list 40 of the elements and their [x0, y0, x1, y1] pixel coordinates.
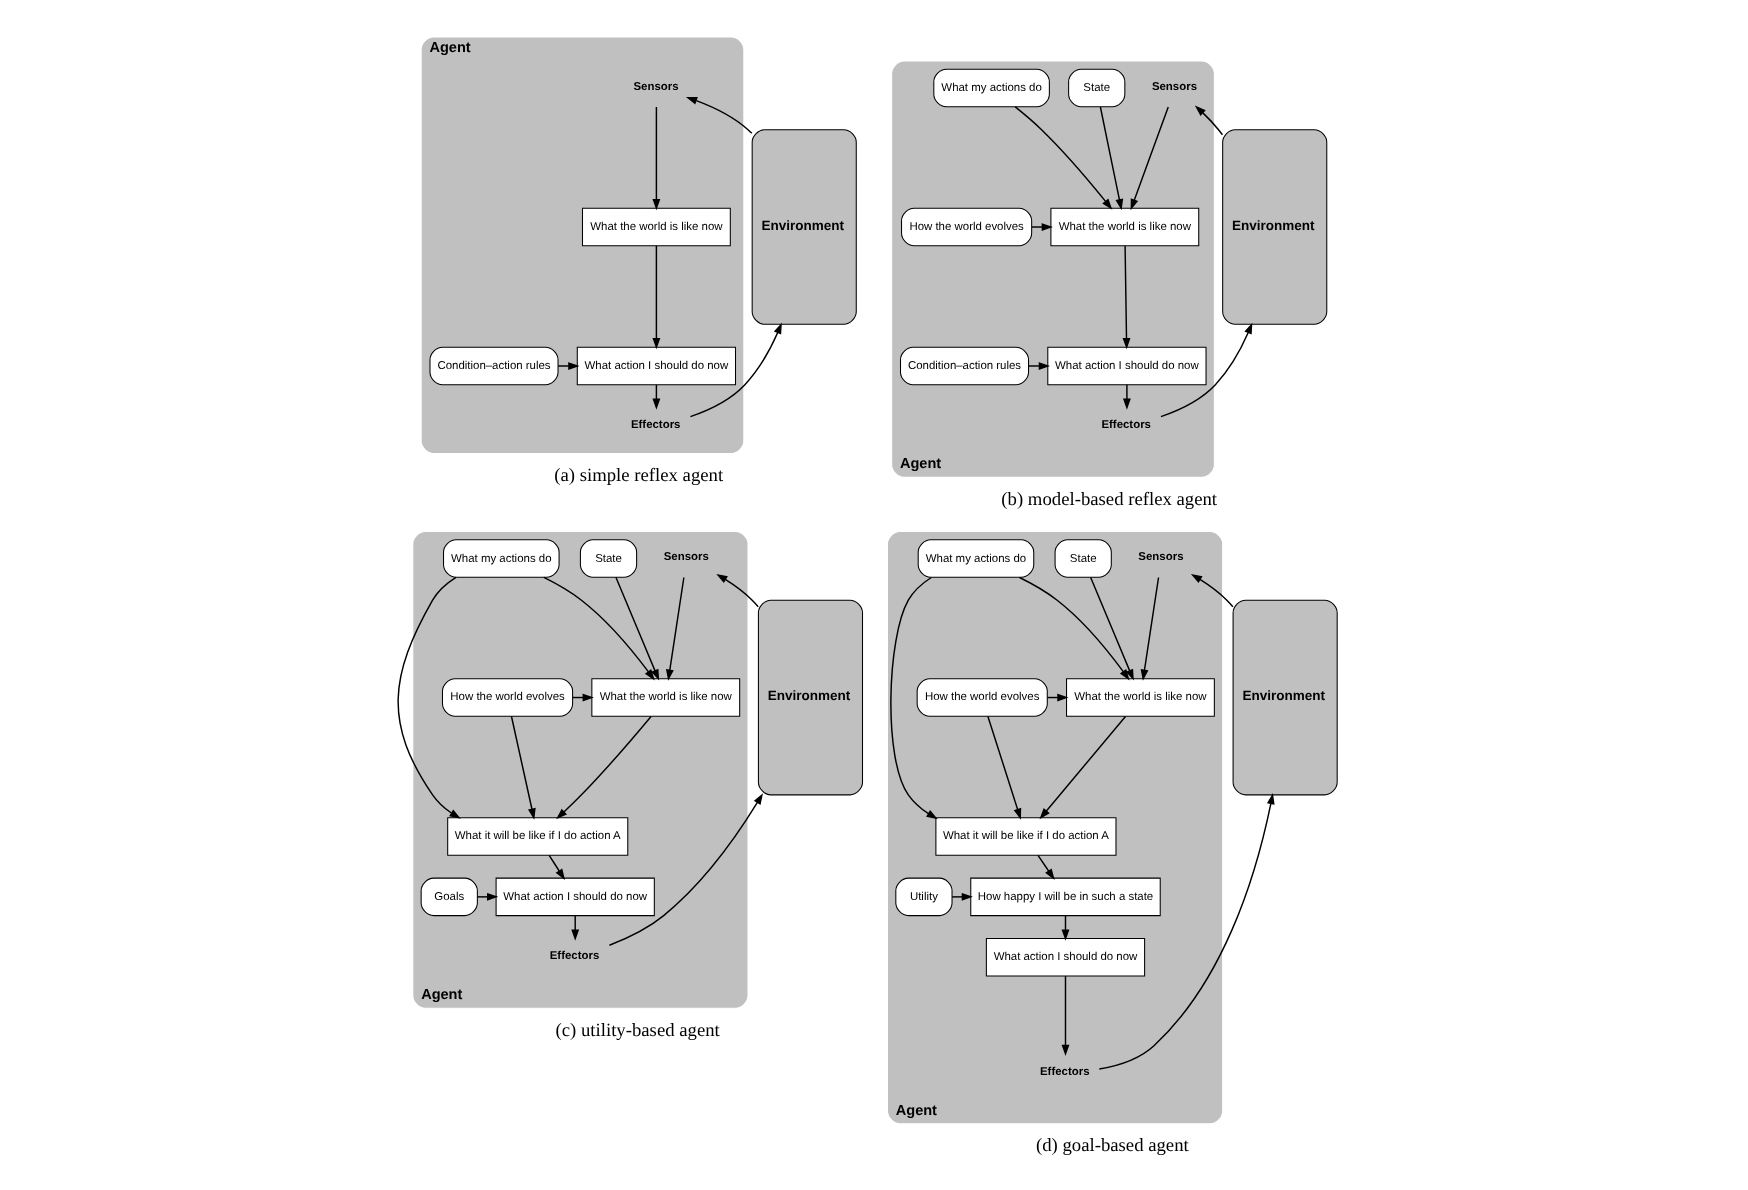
arrow — [1060, 975, 1069, 1056]
arrow — [570, 915, 579, 941]
arrow — [1189, 573, 1233, 608]
arrow — [1013, 106, 1112, 210]
arrow — [1017, 576, 1129, 681]
arrow — [614, 576, 659, 681]
arrow — [688, 322, 781, 418]
arrow — [1098, 106, 1123, 211]
arrow — [715, 573, 758, 608]
arrow — [555, 715, 651, 820]
arrow — [396, 576, 460, 819]
arrow — [1139, 576, 1159, 681]
arrow — [889, 576, 937, 820]
arrow — [1193, 105, 1223, 136]
arrow — [651, 106, 660, 211]
arrow — [1026, 362, 1049, 370]
arrow — [1159, 322, 1252, 418]
label: (d) goal-based agent — [1034, 1137, 1188, 1158]
arrow — [542, 576, 654, 681]
arrow — [547, 854, 565, 880]
arrow — [1121, 384, 1130, 410]
label: (c) utility-based agent — [554, 1021, 719, 1042]
arrow — [476, 892, 498, 901]
label: (a) simple reflex agent — [553, 466, 723, 487]
arrow — [664, 576, 684, 681]
arrow — [607, 793, 762, 946]
arrow — [986, 715, 1021, 820]
arrow — [950, 892, 972, 901]
arrow — [509, 715, 535, 820]
arrow — [684, 96, 752, 134]
arrow — [1088, 576, 1133, 681]
arrow — [1097, 793, 1274, 1070]
arrow — [1030, 223, 1052, 231]
arrow — [651, 245, 660, 350]
arrow — [556, 362, 579, 370]
label: (b) model-based reflex agent — [1000, 490, 1217, 511]
arrow — [1038, 715, 1126, 820]
arrow — [1121, 245, 1130, 350]
arrow — [1036, 854, 1054, 880]
arrow — [1129, 106, 1168, 211]
